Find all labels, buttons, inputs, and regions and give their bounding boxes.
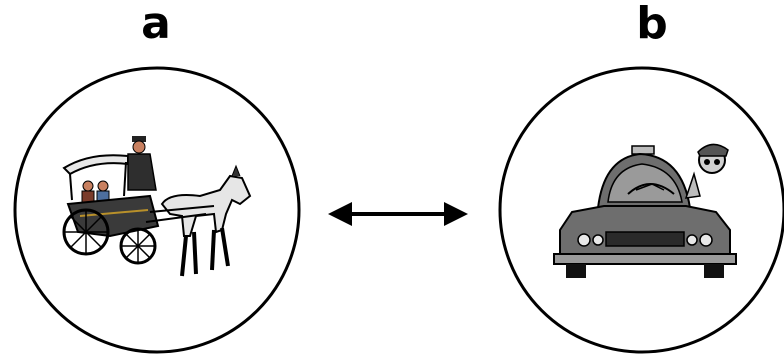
taxi-car-icon xyxy=(553,143,737,278)
panel-a-label: a xyxy=(141,0,171,49)
panel-b-label: b xyxy=(636,0,668,49)
horse-drawn-carriage-icon xyxy=(62,136,252,277)
panel-b-circle xyxy=(498,66,784,354)
panel-a-circle xyxy=(13,66,301,354)
bidirectional-arrow xyxy=(328,202,468,226)
